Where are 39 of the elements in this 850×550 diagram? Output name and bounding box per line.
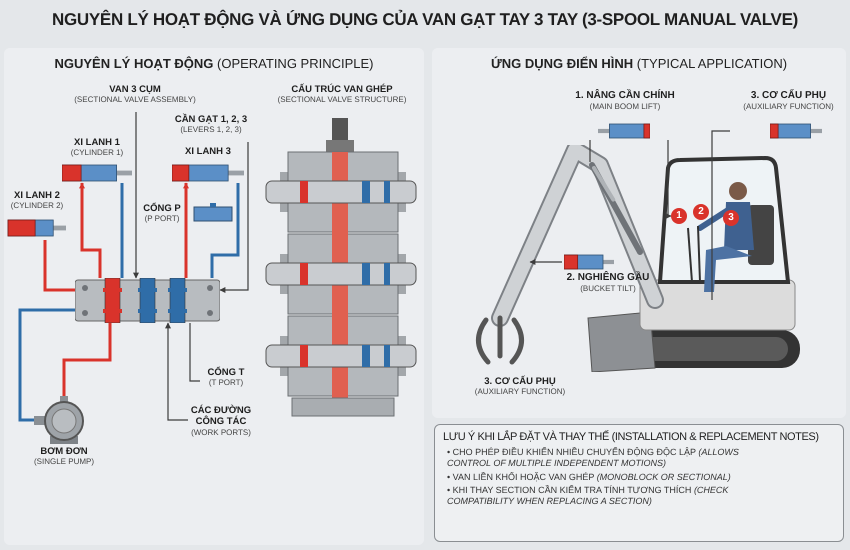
hydraulic-line <box>18 308 75 422</box>
note-item: • KHI THAY SECTION CẦN KIỂM TRA TÍNH TƯƠNG THÍCH (CHECK COMPATIBILITY WHEN REPLACING A SECTION) <box>447 484 730 508</box>
part-label: XI LANH 3 <box>184 146 232 159</box>
panel-heading: NGUYÊN LÝ HOẠT ĐỘNG (OPERATING PRINCIPLE) <box>54 56 374 71</box>
leader-line <box>666 140 672 219</box>
notes-heading: LƯU Ý KHI LẮP ĐẶT VÀ THAY THẾ (INSTALLATION & REPLACEMENT NOTES) <box>443 431 820 443</box>
hydraulic-line <box>183 182 189 278</box>
notes-box <box>434 424 844 542</box>
hydraulic-line <box>210 183 240 278</box>
part-label: BƠM ĐƠN (SINGLE PUMP) <box>34 446 94 468</box>
note-item: • VAN LIỀN KHỐI HOẶC VAN GHÉP (MONOBLOCK OR SECTIONAL) <box>447 472 732 483</box>
leader-line <box>189 323 200 382</box>
callout-label: CỔNG T (T PORT) <box>200 367 252 395</box>
leader-line <box>589 140 591 162</box>
part-label: XI LANH 2 (CYLINDER 2) <box>10 190 64 212</box>
leader-line <box>165 322 188 421</box>
callout-label: 2. NGHIÊNG GẦU (BUCKET TILT) <box>566 272 650 295</box>
hydraulic-line <box>79 182 102 278</box>
callout-label: VAN 3 CỤM (SECTIONAL VALVE ASSEMBLY) <box>58 84 212 112</box>
panel <box>432 48 846 418</box>
hydraulic-line <box>44 240 75 292</box>
hydraulic-line <box>62 323 112 396</box>
leader-line <box>133 112 139 279</box>
diagram-title: NGUYÊN LÝ HOẠT ĐỘNG VÀ ỨNG DỤNG CỦA VAN GẠT TAY 3 TAY (3-SPOOL MANUAL VALVE) <box>52 10 798 30</box>
callout-label: CẦN GẠT 1, 2, 3 (LEVERS 1, 2, 3) <box>170 114 252 142</box>
hydraulic-line <box>120 183 124 278</box>
leader-line <box>529 259 562 265</box>
leader-line <box>219 142 249 293</box>
panel <box>4 48 424 545</box>
note-item: • CHO PHÉP ĐIỀU KHIỂN NHIỀU CHUYỂN ĐỘNG ĐỘC LẬP (ALLOWS CONTROL OF MULTIPLE INDEPENDENT MOTIONS) <box>447 447 740 470</box>
part-label: 3. CƠ CẤU PHỤ (AUXILIARY FUNCTION) <box>474 376 566 398</box>
part-label: CỔNG P (P PORT) <box>142 203 182 226</box>
callout-label: CÁC ĐƯỜNG CÔNG TÁC (WORK PORTS) <box>188 405 254 447</box>
panel-heading: ỨNG DỤNG ĐIỂN HÌNH (TYPICAL APPLICATION) <box>490 56 788 71</box>
callout-label: 3. CƠ CẤU PHỤ (AUXILIARY FUNCTION) <box>742 90 835 113</box>
part-label: XI LANH 1 (CYLINDER 1) <box>70 137 124 160</box>
callout-label: 1. NÂNG CẦN CHÍNH (MAIN BOOM LIFT) <box>574 90 676 113</box>
leader-line <box>711 130 730 300</box>
section-heading: CẤU TRÚC VAN GHÉP (SECTIONAL VALVE STRUCTURE) <box>276 84 408 106</box>
